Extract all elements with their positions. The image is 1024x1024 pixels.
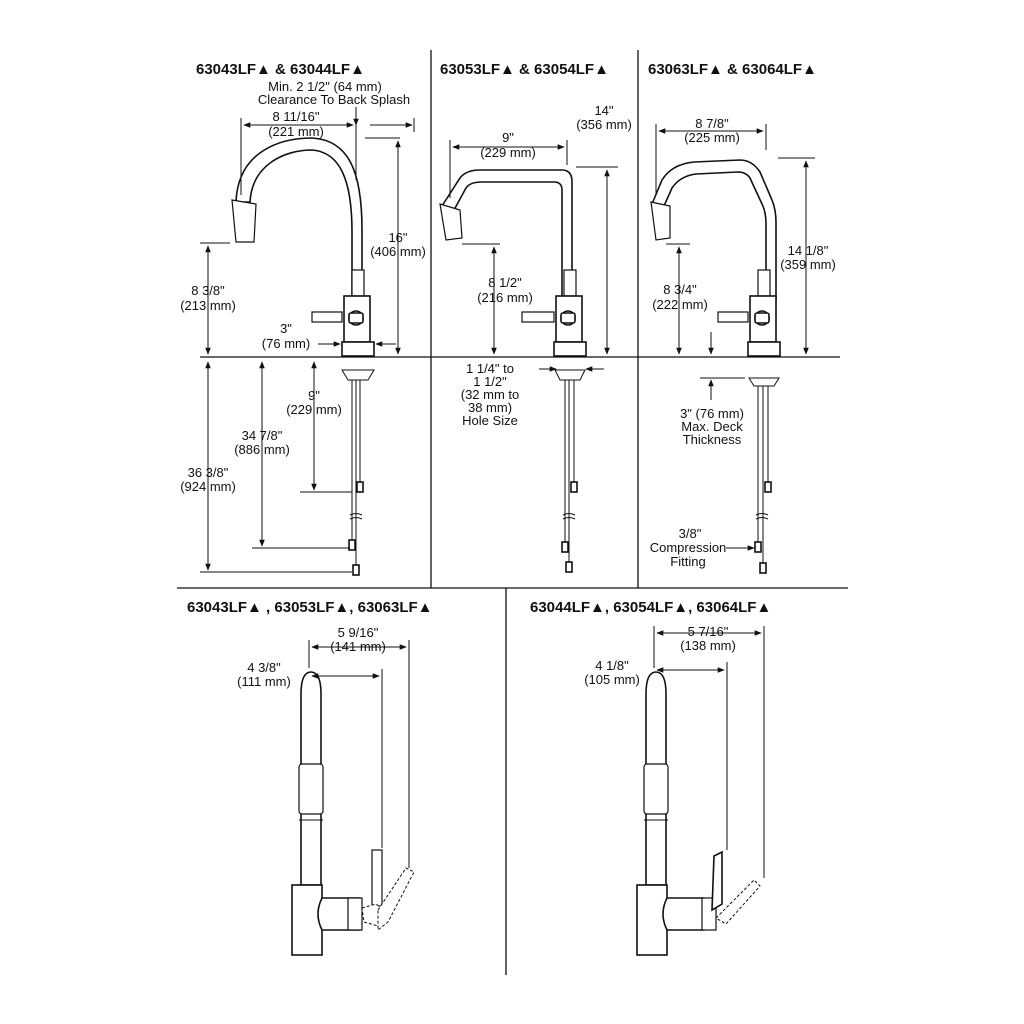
p3-spout-height-mm: (222 mm) [652, 297, 708, 312]
p2-reach: 9" [502, 130, 514, 145]
p1-spout-height: 8 3/8" [191, 283, 225, 298]
p1-clearance-line1: Min. 2 1/2" (64 mm) [268, 79, 382, 94]
p1-base: 3" [280, 321, 292, 336]
p2-hole-3: (32 mm to [461, 387, 520, 402]
panel2-title: 63053LF▲ & 63054LF▲ [440, 61, 609, 78]
p1-height: 16" [388, 230, 407, 245]
p4-inner-mm: (111 mm) [237, 674, 291, 689]
p2-reach-mm: (229 mm) [480, 145, 536, 160]
panel3-dimensions [655, 124, 815, 551]
panel5-side-view [636, 671, 761, 956]
panel1-dimensions [200, 107, 415, 573]
panel2-faucet [439, 169, 587, 573]
p4-outer-mm: (141 mm) [330, 639, 386, 654]
p2-hole-2: 1 1/2" [473, 374, 507, 389]
p1-supply-mm: (886 mm) [234, 442, 290, 457]
p3-fitting-3: Fitting [670, 554, 705, 569]
p2-hole-1: 1 1/4" to [466, 361, 514, 376]
panel2-dimensions [449, 140, 618, 372]
p3-deck-2: Max. Deck [681, 419, 743, 434]
p4-inner: 4 3/8" [247, 660, 281, 675]
p3-height-mm: (359 mm) [780, 257, 836, 272]
p1-reach: 8 11/16" [272, 109, 319, 124]
p3-reach-mm: (225 mm) [684, 130, 740, 145]
p1-shank: 9" [308, 388, 320, 403]
p3-spout-height: 8 3/4" [663, 282, 697, 297]
p1-clearance-line2: Clearance To Back Splash [258, 92, 410, 107]
p1-shank-mm: (229 mm) [286, 402, 342, 417]
p1-base-mm: (76 mm) [262, 336, 310, 351]
p3-fitting-1: 3/8" [679, 526, 702, 541]
p5-outer-mm: (138 mm) [680, 638, 736, 653]
panel5-dimensions [653, 626, 765, 878]
panel4-side-view [291, 671, 415, 956]
p5-outer: 5 7/16" [688, 624, 729, 639]
p2-hole-5: Hole Size [462, 413, 518, 428]
panel4-dimensions [308, 640, 410, 868]
p2-spout-height: 8 1/2" [488, 275, 522, 290]
panel5-title: 63044LF▲, 63054LF▲, 63064LF▲ [530, 599, 771, 616]
panel-dividers [177, 50, 848, 975]
panel3-faucet [650, 159, 781, 574]
panel1-title: 63043LF▲ & 63044LF▲ [196, 61, 365, 78]
p5-inner: 4 1/8" [595, 658, 629, 673]
p4-outer: 5 9/16" [338, 625, 379, 640]
p2-hole-4: 38 mm) [468, 400, 512, 415]
p5-inner-mm: (105 mm) [584, 672, 640, 687]
p1-spout-height-mm: (213 mm) [180, 298, 236, 313]
p3-fitting-2: Compression [650, 540, 727, 555]
p2-height: 14" [594, 103, 613, 118]
p3-deck-3: Thickness [683, 432, 742, 447]
panel3-title: 63063LF▲ & 63064LF▲ [648, 61, 817, 78]
p1-reach-mm: (221 mm) [268, 124, 324, 139]
p1-supply: 34 7/8" [242, 428, 283, 443]
p3-deck-1: 3" (76 mm) [680, 406, 744, 421]
p3-height: 14 1/8" [788, 243, 829, 258]
p2-spout-height-mm: (216 mm) [477, 290, 533, 305]
panel1-faucet [231, 137, 375, 576]
p1-height-mm: (406 mm) [370, 244, 426, 259]
p3-reach: 8 7/8" [695, 116, 729, 131]
p2-height-mm: (356 mm) [576, 117, 632, 132]
panel4-title: 63043LF▲ , 63053LF▲, 63063LF▲ [187, 599, 433, 616]
p1-total: 36 3/8" [188, 465, 229, 480]
p1-total-mm: (924 mm) [180, 479, 236, 494]
